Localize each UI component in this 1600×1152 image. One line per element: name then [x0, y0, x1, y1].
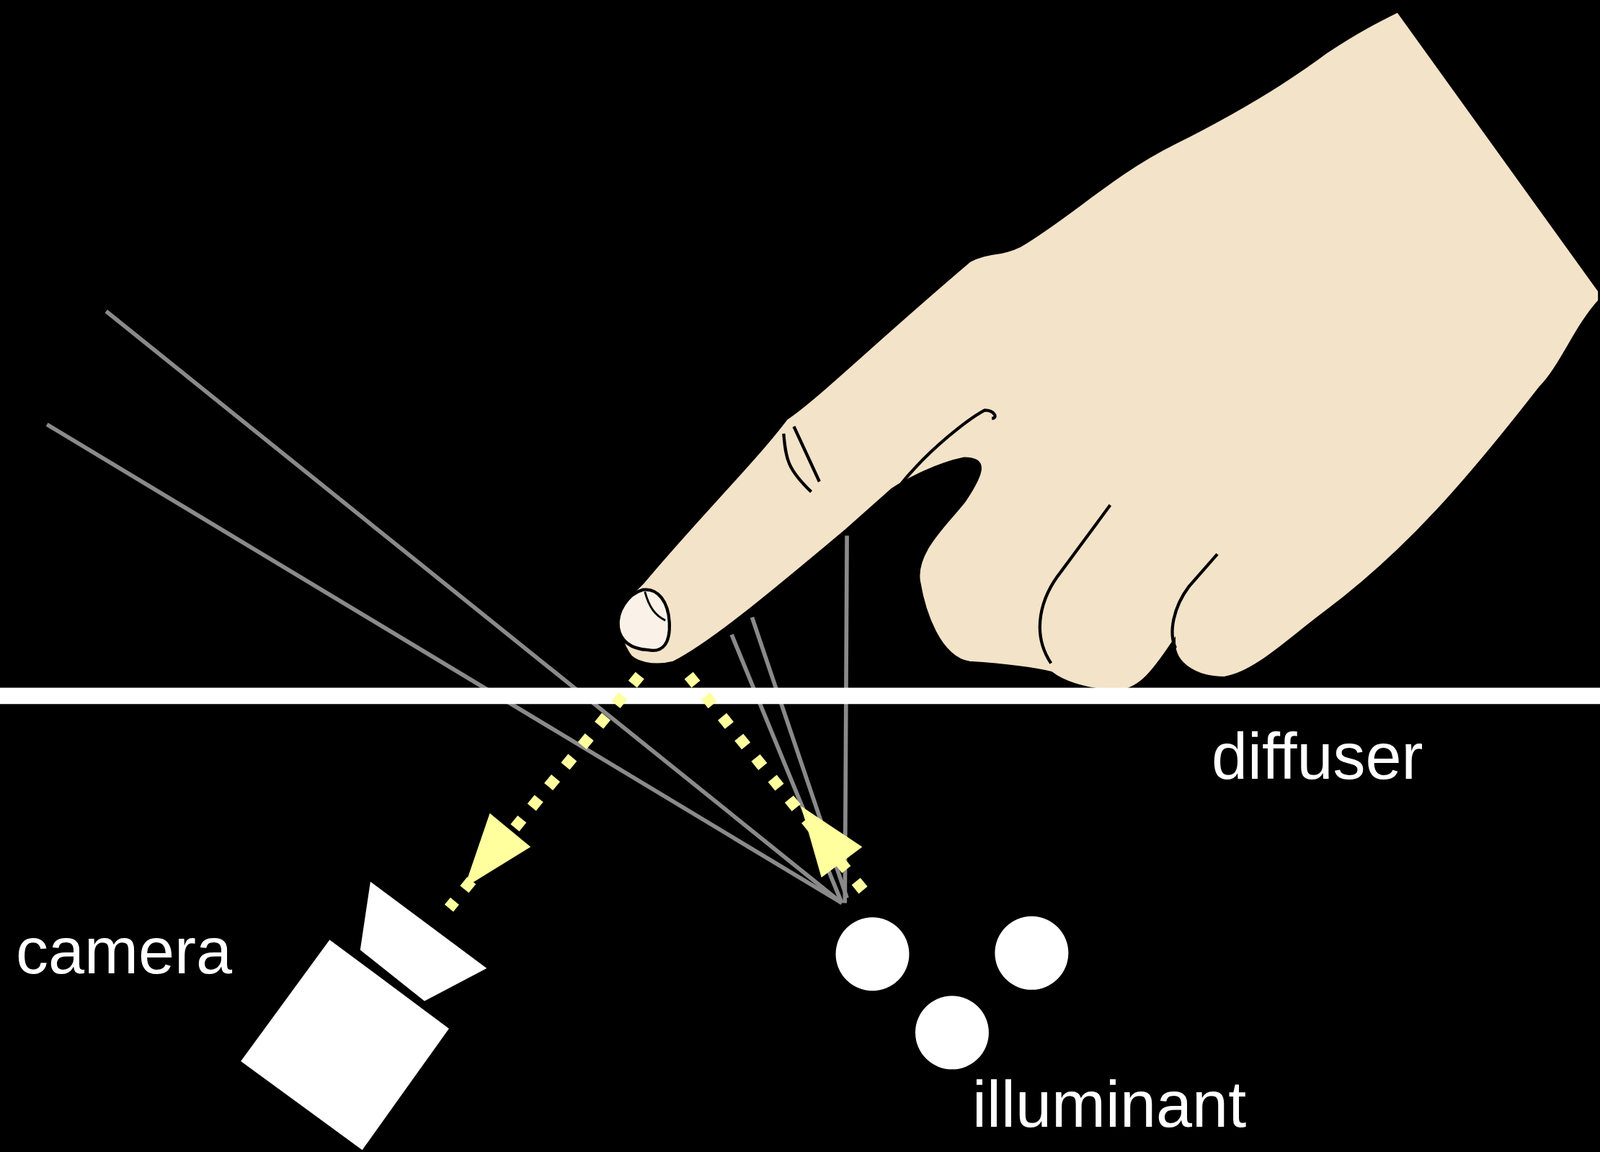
finger-line — [1040, 505, 1111, 664]
camera-lens — [360, 882, 488, 1002]
led — [994, 916, 1069, 991]
fingernail — [618, 589, 670, 651]
light-path — [689, 676, 866, 894]
hand-lines — [783, 410, 1218, 664]
finger-line — [1172, 554, 1218, 648]
hand — [619, 10, 1600, 692]
diffuser-plate — [0, 688, 1600, 705]
knuckle-line — [794, 426, 820, 482]
part-label: diffuser — [1211, 724, 1424, 790]
part-label: illuminant — [972, 1072, 1247, 1138]
led — [915, 996, 989, 1070]
nail-line — [645, 591, 666, 621]
arrowhead — [800, 806, 862, 878]
light-path — [449, 676, 640, 909]
part-label: camera — [15, 918, 233, 984]
thumb-line — [898, 410, 996, 488]
arrowhead — [464, 813, 531, 888]
knuckle-line — [783, 433, 811, 493]
led — [836, 917, 910, 991]
scattered-light — [449, 676, 866, 909]
illuminant-leds — [836, 916, 1069, 1070]
